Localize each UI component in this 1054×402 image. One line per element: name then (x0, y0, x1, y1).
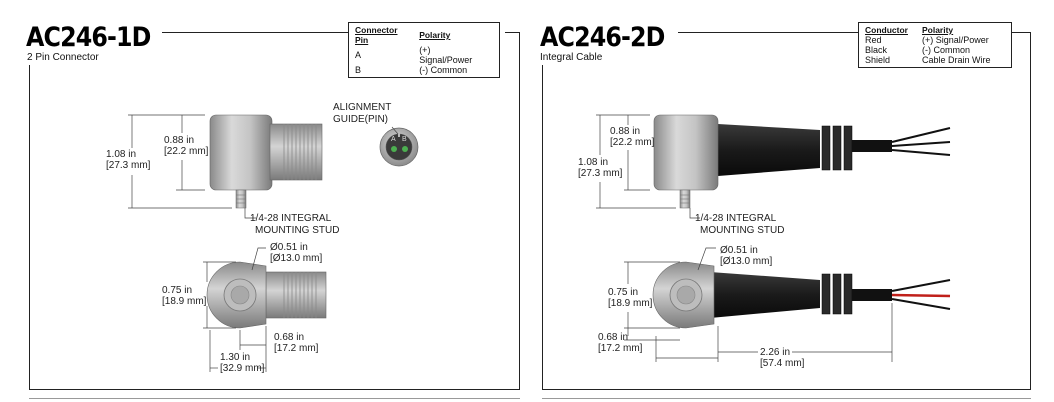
dim-length-total: 2.26 in [57.4 mm] (760, 347, 805, 369)
table-cell: A (355, 50, 362, 60)
frame-bottom-line (29, 389, 520, 390)
dim-diameter: Ø0.51 in [Ø13.0 mm] (270, 242, 323, 264)
wires (891, 127, 951, 156)
side-view (596, 114, 951, 219)
table-cell: Shield (865, 55, 891, 65)
table-row: A (+) Signal/Power (355, 45, 493, 65)
next-frame-line (29, 398, 520, 399)
table-cell: (-) Common (921, 45, 970, 55)
model-subtitle: Integral Cable (540, 52, 603, 63)
frame-left-line (29, 65, 30, 390)
pin-a-label: A (391, 136, 396, 143)
table-cell: Cable Drain Wire (921, 55, 991, 65)
sensor-body (209, 114, 273, 191)
frame-bottom-line (542, 389, 1031, 390)
frame-right-line (1030, 32, 1031, 390)
connector-pin-table: Connector Pin Polarity A (+) Signal/Powe… (348, 22, 500, 78)
connector-thread (283, 124, 317, 180)
table-header: Polarity (419, 30, 451, 40)
table-cell: Black (865, 45, 888, 55)
note-mounting-stud: 1/4-28 INTEGRAL MOUNTING STUD (250, 213, 340, 236)
dim-length-total: 1.30 in [32.9 mm] (220, 352, 265, 374)
table-cell: (+) Signal/Power (419, 45, 473, 65)
table-row: B (-) Common (355, 65, 493, 75)
alignment-pin (398, 132, 400, 137)
dim-height-total: 1.08 in [27.3 mm] (578, 157, 623, 179)
note-mounting-stud: 1/4-28 INTEGRAL MOUNTING STUD (695, 213, 785, 236)
frame-top-line (162, 32, 348, 33)
dim-width-body: 0.75 in [18.9 mm] (162, 285, 207, 307)
table-cell: B (355, 65, 362, 75)
next-frame-line (542, 398, 1031, 399)
table-row: Red (+) Signal/Power (865, 35, 1005, 45)
dim-height-body: 0.88 in [22.2 mm] (164, 135, 209, 157)
pin-b-label: B (402, 136, 407, 143)
drawing-ac246-1d: A B (128, 114, 419, 372)
top-view (203, 247, 327, 372)
dim-width-body: 0.75 in [18.9 mm] (608, 287, 653, 309)
pin-b (402, 146, 408, 152)
frame-left-line (542, 65, 543, 390)
red-wire (891, 293, 951, 298)
panel-ac246-1d: AC246-1D 2 Pin Connector Connector Pin P… (0, 0, 520, 402)
frame-top-line (678, 32, 858, 33)
panel-ac246-2d: AC246-2D Integral Cable Conductor Polari… (530, 0, 1031, 402)
frame-right-line (519, 32, 520, 390)
table-cell: (-) Common (419, 65, 468, 75)
dim-height-total: 1.08 in [27.3 mm] (106, 149, 151, 171)
table-header: Conductor (865, 25, 908, 35)
sensor-body (653, 114, 719, 191)
dim-height-body: 0.88 in [22.2 mm] (610, 126, 655, 148)
note-alignment-guide: ALIGNMENT GUIDE(PIN) (333, 102, 392, 125)
conductor-table: Conductor Polarity Red (+) Signal/Power … (858, 22, 1012, 68)
dim-offset: 0.68 in [17.2 mm] (598, 332, 643, 354)
table-row: Black (-) Common (865, 45, 1005, 55)
dimension-lines-top (203, 247, 267, 372)
table-header: Connector Pin (355, 25, 398, 45)
dimension-lines (128, 114, 256, 219)
cable (852, 140, 892, 152)
side-view (128, 114, 323, 219)
model-title: AC246-1D (26, 22, 151, 53)
cable-boot-top (710, 272, 820, 318)
dimension-lines-top (624, 247, 893, 362)
dim-diameter: Ø0.51 in [Ø13.0 mm] (720, 245, 773, 267)
dim-offset: 0.68 in [17.2 mm] (274, 332, 319, 354)
connector-end-view (379, 126, 419, 167)
table-row: Shield Cable Drain Wire (865, 55, 1005, 65)
cable-top (852, 289, 892, 301)
frame-top-line-right (505, 32, 519, 33)
model-title: AC246-2D (540, 22, 665, 53)
cable-boot (718, 124, 820, 176)
table-cell: (+) Signal/Power (921, 35, 989, 45)
top-view (624, 247, 951, 362)
table-cell: Red (865, 35, 882, 45)
drawing-ac246-2d (596, 114, 951, 362)
table-header: Polarity (921, 25, 954, 35)
pin-a (391, 146, 397, 152)
model-subtitle: 2 Pin Connector (27, 52, 99, 63)
dimension-lines (596, 114, 700, 219)
frame-top-line-right (1010, 32, 1030, 33)
